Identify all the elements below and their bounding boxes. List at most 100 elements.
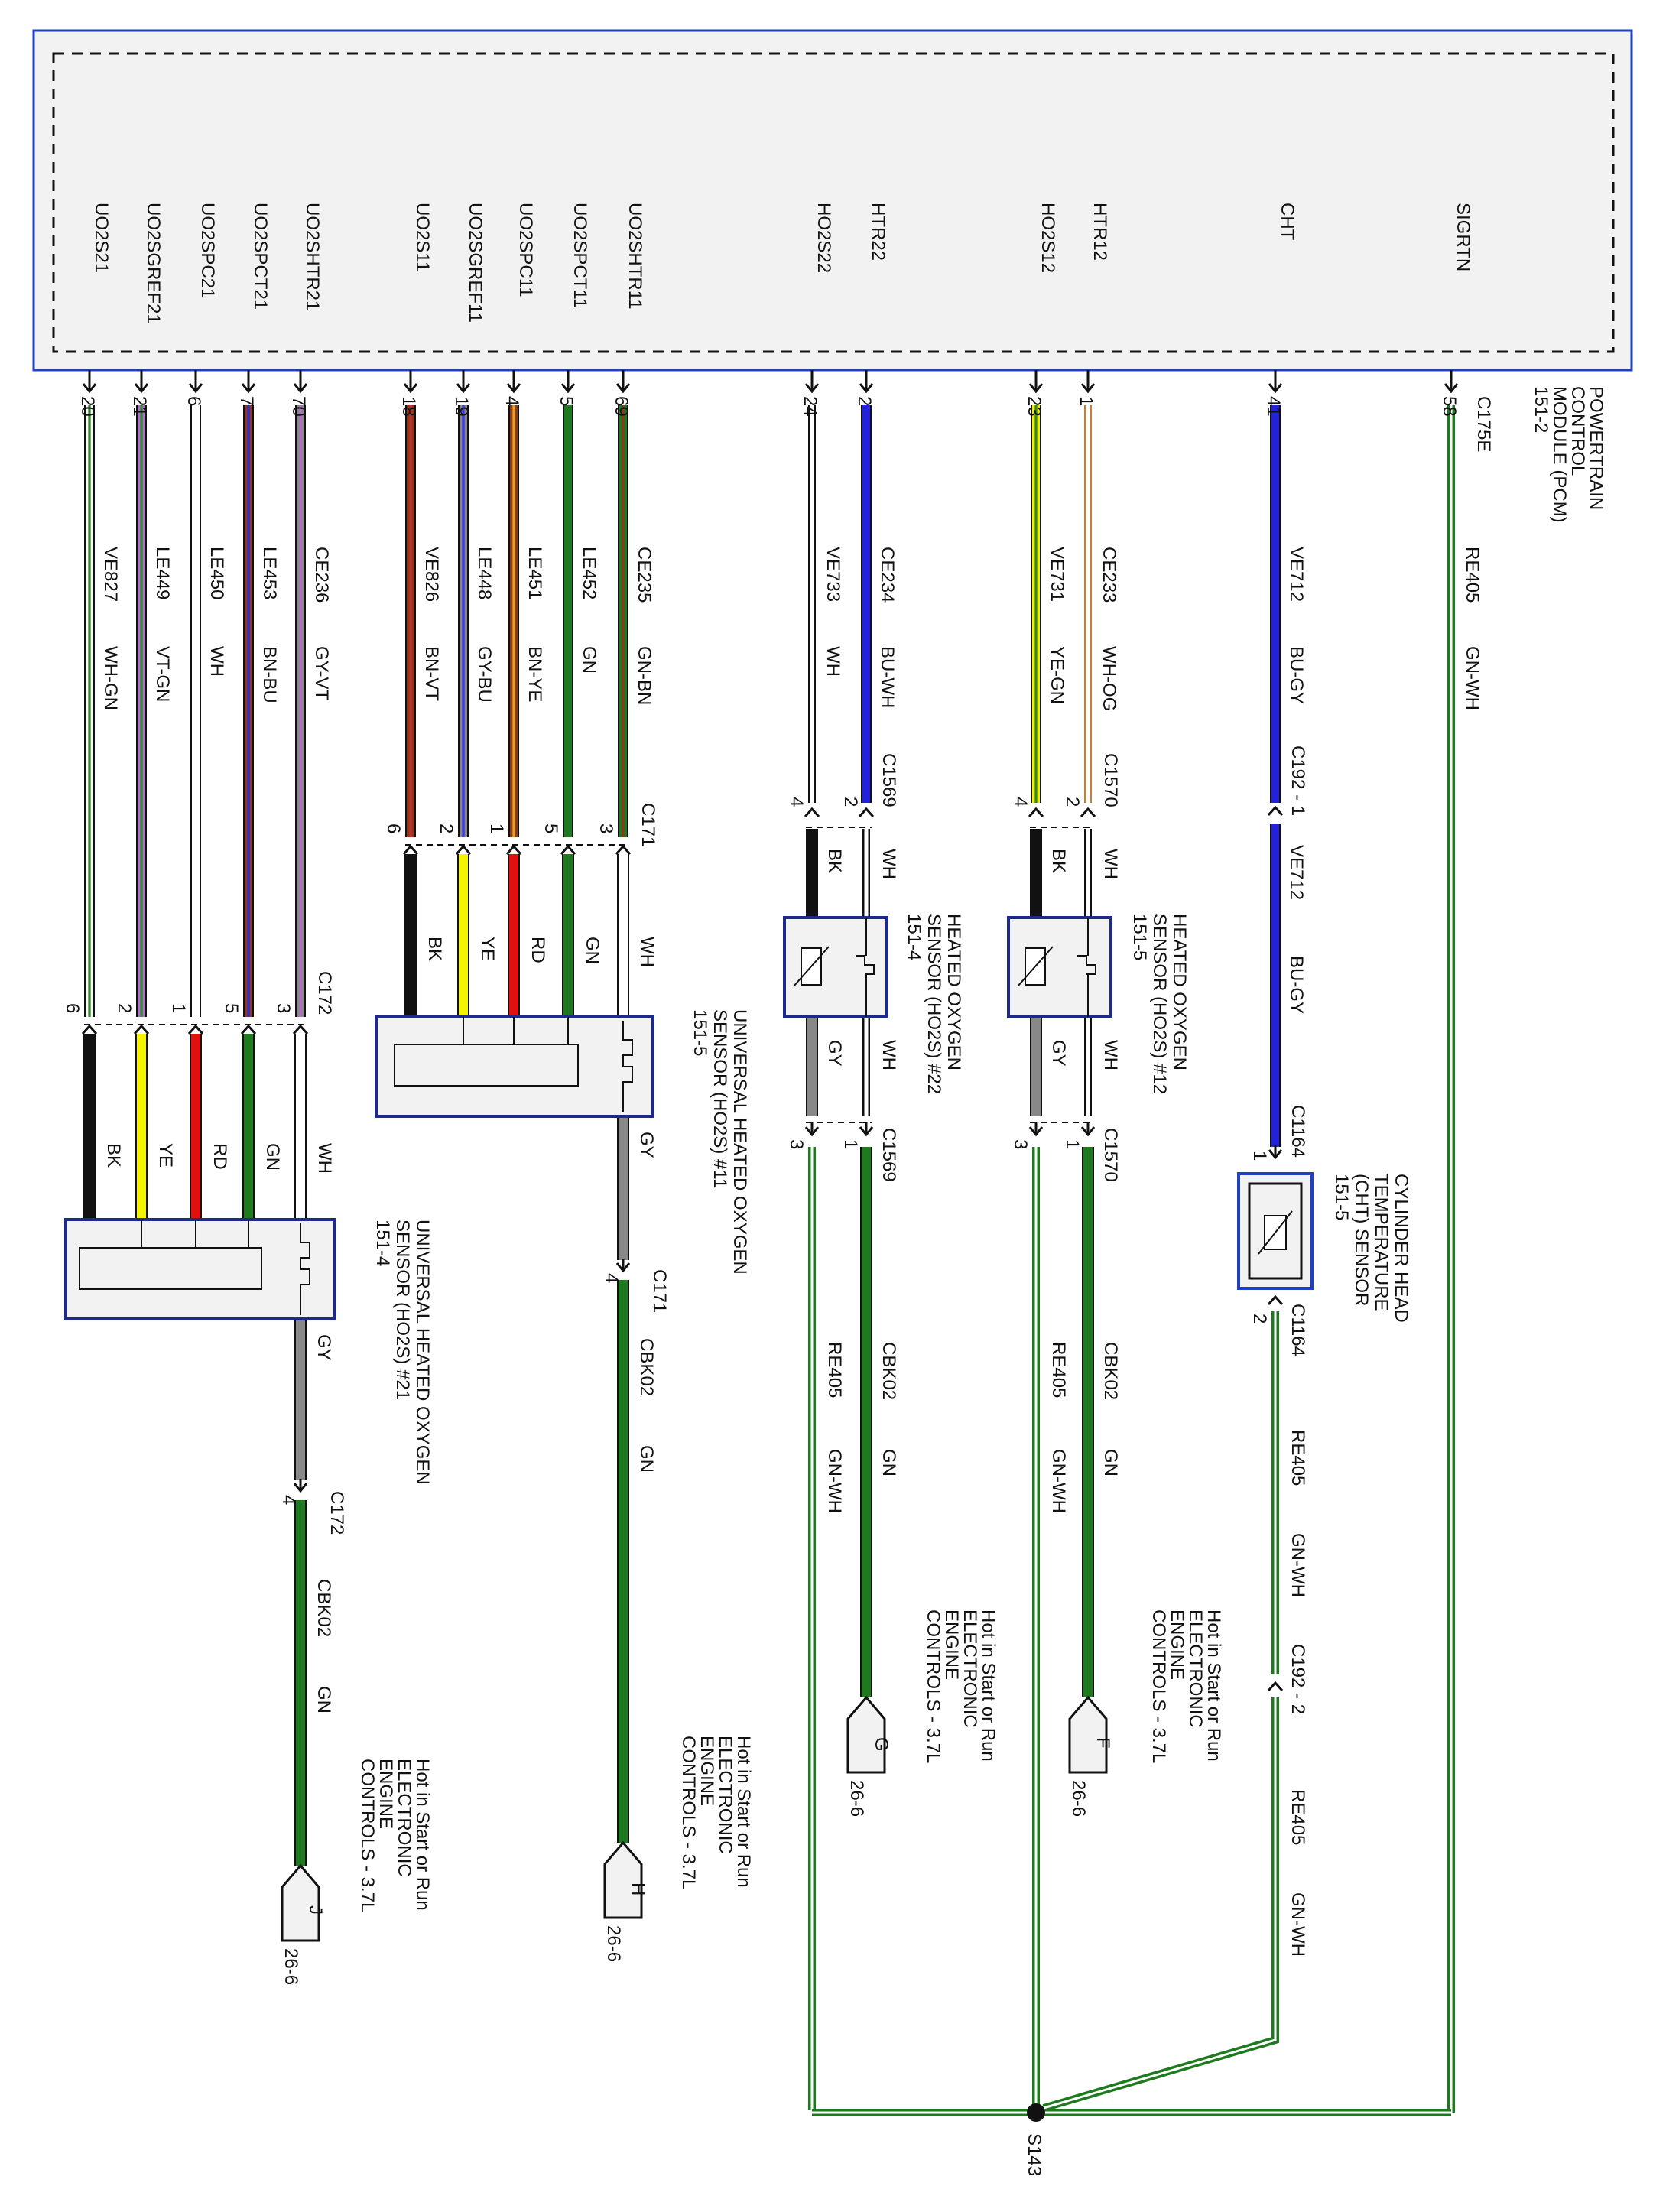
wire-id-le452: LE452 bbox=[579, 547, 599, 599]
labels-layer: UO2S2120UO2SGREF2121UO2SPC216UO2SPCT217U… bbox=[62, 203, 1606, 2176]
power-ref-f-desc-line-3: CONTROLS - 3.7L bbox=[1148, 1609, 1169, 1763]
c171-lead-label-wh: WH bbox=[637, 937, 658, 967]
uhos11-label-line-2: 151-5 bbox=[690, 1009, 710, 1056]
pcm-connector-label: C175E bbox=[1473, 396, 1494, 452]
wire-id-ve712: VE712 bbox=[1286, 547, 1307, 602]
pcm-pin-number-41: 41 bbox=[1263, 396, 1284, 417]
pcm-circuit-uo2s21: UO2S21 bbox=[91, 203, 112, 273]
pcm-label-line-1: CONTROL bbox=[1567, 386, 1588, 476]
c172-pin-chevron-3 bbox=[240, 1024, 257, 1035]
pcm-circuit-uo2spct11: UO2SPCT11 bbox=[570, 203, 590, 308]
c172-pin-chevron-2 bbox=[187, 1024, 204, 1035]
uhos21-label-line-2: 151-4 bbox=[372, 1220, 393, 1266]
pcm-pin-number-6: 6 bbox=[183, 396, 204, 406]
pcm-circuit-ho2s22: HO2S22 bbox=[814, 203, 834, 273]
c172-pin-5: 5 bbox=[221, 1003, 242, 1013]
c171-pin-6: 6 bbox=[383, 823, 404, 833]
c171-pin-chevron-0 bbox=[402, 844, 419, 856]
power-ref-h-desc-line-2: ENGINE bbox=[697, 1736, 717, 1806]
power-ref-g-page: 26-6 bbox=[846, 1780, 867, 1817]
c171-cbk02-id: CBK02 bbox=[636, 1338, 657, 1396]
pcm-circuit-cht: CHT bbox=[1277, 203, 1297, 241]
pcm-pin-number-21: 21 bbox=[129, 396, 150, 417]
c1570-element-slash bbox=[1017, 946, 1054, 987]
power-ref-g-desc-line-3: CONTROLS - 3.7L bbox=[923, 1609, 943, 1763]
power-ref-h-letter: H bbox=[628, 1882, 648, 1895]
cht-label-line-2: (CHT) SENSOR bbox=[1351, 1174, 1372, 1306]
c1569-re405-color: GN-WH bbox=[824, 1449, 845, 1513]
c1570-wh2-label: WH bbox=[1100, 1040, 1121, 1070]
uhos11-gy-label: GY bbox=[636, 1132, 657, 1158]
wire-color-ve827: WH-GN bbox=[100, 646, 121, 710]
wire-color-ve826: BN-VT bbox=[421, 646, 442, 701]
c171-pin-chevron-2 bbox=[505, 844, 522, 856]
wire-id-ve827: VE827 bbox=[100, 547, 121, 602]
pcm-circuit-uo2spc21: UO2SPC21 bbox=[197, 203, 218, 298]
c171-pin-2: 2 bbox=[436, 823, 456, 833]
pcm-pin-number-58: 58 bbox=[1439, 396, 1460, 417]
power-ref-f-desc-line-2: ENGINE bbox=[1167, 1609, 1187, 1680]
wire-id-le450: LE450 bbox=[206, 547, 227, 599]
c1570-label-line-1: SENSOR (HO2S) #12 bbox=[1149, 914, 1170, 1094]
c171-label-top: C171 bbox=[638, 803, 658, 846]
power-ref-g-flag bbox=[846, 1695, 886, 1774]
c1569-re405-id: RE405 bbox=[824, 1342, 845, 1398]
uhos21-inner-element bbox=[79, 1247, 262, 1290]
wire-color-ce235: GN-BN bbox=[634, 646, 654, 705]
c171-pin-chevron-3 bbox=[560, 844, 576, 856]
wire-id-le449: LE449 bbox=[152, 547, 173, 599]
wire-id-ce235: CE235 bbox=[634, 547, 654, 603]
c1569-pin-bottom-1: 1 bbox=[840, 1139, 861, 1149]
wire-color-le452: GN bbox=[579, 646, 599, 674]
power-ref-g-desc-line-0: Hot in Start or Run bbox=[978, 1609, 999, 1762]
uhos21-gy-label: GY bbox=[313, 1334, 334, 1361]
c192-1-chevron bbox=[1267, 805, 1284, 817]
pcm-label-line-2: MODULE (PCM) bbox=[1549, 386, 1570, 523]
cht-re405-b-color: GN-WH bbox=[1288, 1892, 1308, 1957]
c171-lead-label-ye: YE bbox=[477, 937, 498, 961]
cht-label-line-3: 151-5 bbox=[1331, 1174, 1352, 1220]
c172-lead-label-rd: RD bbox=[209, 1143, 230, 1170]
c1570-label-bottom: C1570 bbox=[1100, 1128, 1121, 1182]
pcm-pin-number-5: 5 bbox=[556, 396, 576, 406]
c1570-top-chev-b bbox=[1080, 807, 1096, 818]
c171-pin-5: 5 bbox=[541, 823, 561, 833]
power-ref-f-letter: F bbox=[1093, 1737, 1113, 1749]
c1569-gy-label: GY bbox=[824, 1040, 845, 1067]
wire-id-le448: LE448 bbox=[474, 547, 495, 599]
uhos21-heater-symbol bbox=[300, 1223, 310, 1315]
c1570-heater-symbol bbox=[1077, 955, 1096, 975]
c172-pin-1: 1 bbox=[168, 1003, 189, 1013]
uhos21-label-line-1: SENSOR (HO2S) #21 bbox=[392, 1220, 413, 1400]
uhos11-label-line-1: SENSOR (HO2S) #11 bbox=[710, 1009, 730, 1188]
wire-id-ve826: VE826 bbox=[421, 547, 442, 602]
pcm-pin-number-7: 7 bbox=[236, 396, 257, 406]
c171-pin-chevron-1 bbox=[455, 844, 472, 856]
pcm-pin-number-18: 18 bbox=[398, 396, 419, 417]
power-ref-j-desc-line-3: CONTROLS - 3.7L bbox=[357, 1759, 378, 1912]
c1569-sensor-box bbox=[783, 916, 888, 1018]
c1569-label-top: C1569 bbox=[878, 753, 899, 807]
c172-pin-4: 4 bbox=[278, 1495, 299, 1505]
pcm-circuit-uo2sgref11: UO2SGREF11 bbox=[465, 203, 486, 323]
c172-lead-label-wh: WH bbox=[314, 1143, 335, 1174]
cht-label-line-1: TEMPERATURE bbox=[1371, 1174, 1392, 1311]
wire-color-le451: BN-YE bbox=[524, 646, 545, 702]
power-ref-j-page: 26-6 bbox=[281, 1948, 301, 1985]
wire-id-ce236: CE236 bbox=[311, 547, 332, 603]
c1570-label-line-2: 151-5 bbox=[1129, 914, 1150, 960]
pcm-pin-number-2: 2 bbox=[854, 396, 875, 406]
c1569-bk-label: BK bbox=[824, 849, 845, 873]
pcm-circuit-htr22: HTR22 bbox=[868, 203, 888, 261]
wire-color-le450: WH bbox=[206, 646, 227, 677]
wire-color-re405: GN-WH bbox=[1462, 646, 1483, 710]
pcm-label-line-3: 151-2 bbox=[1531, 386, 1551, 433]
power-ref-f-desc-line-0: Hot in Start or Run bbox=[1203, 1609, 1224, 1762]
c1164-bottom-chevron bbox=[1267, 1294, 1284, 1306]
pcm-pin-number-4: 4 bbox=[502, 396, 522, 406]
power-ref-h-desc-line-1: ELECTRONIC bbox=[715, 1736, 736, 1854]
s143-label: S143 bbox=[1024, 2133, 1044, 2176]
pcm-label-line-0: POWERTRAIN bbox=[1586, 386, 1606, 510]
c1569-label-bottom: C1569 bbox=[878, 1128, 899, 1182]
wire-id-re405: RE405 bbox=[1462, 547, 1483, 603]
